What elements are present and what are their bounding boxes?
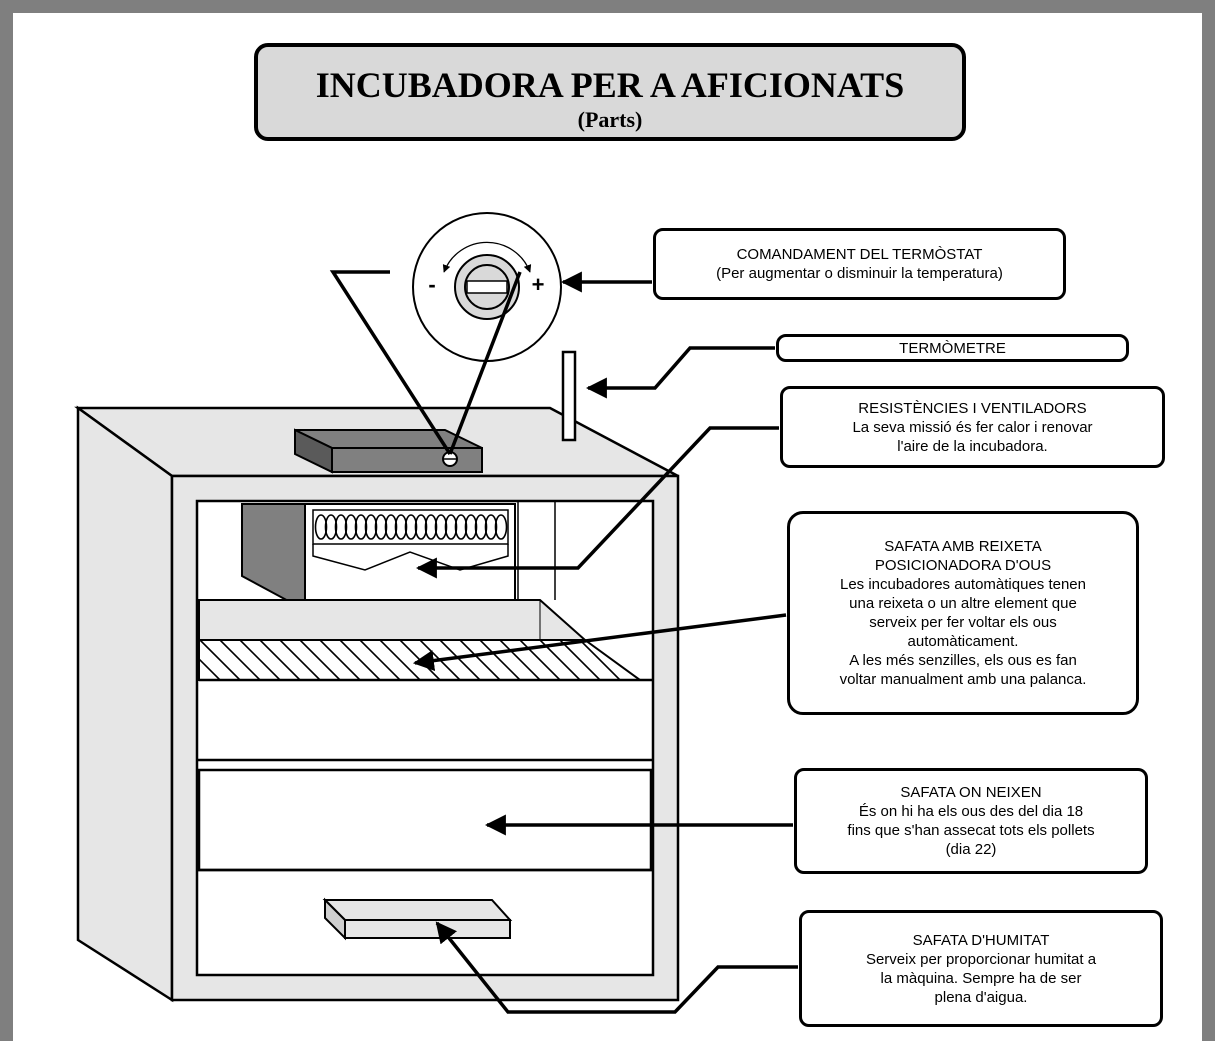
coil-loop [334, 514, 348, 540]
dial-minus-label: - [428, 272, 435, 297]
label-thermostat: COMANDAMENT DEL TERMÒSTAT (Per augmentar… [653, 228, 1066, 300]
coil-loop [424, 514, 438, 540]
page-title: INCUBADORA PER A AFICIONATS [315, 65, 905, 105]
coil-loop [494, 514, 508, 540]
label-line: fins que s'han assecat tots els pollets [847, 822, 1095, 839]
arrow-heaters [415, 426, 779, 579]
label-thermometer: TERMÒMETRE [776, 334, 1129, 362]
coil-loop [434, 514, 448, 540]
grid-bar [319, 640, 361, 680]
coil-loop [474, 514, 488, 540]
label-heading: COMANDAMENT DEL TERMÒSTAT [736, 246, 983, 263]
label-line: La seva missió és fer calor i renovar [852, 418, 1093, 436]
label-heading: SAFATA AMB REIXETA [884, 538, 1042, 555]
coil-loop [464, 514, 478, 540]
coil-loop [414, 514, 428, 540]
title-banner: INCUBADORA PER A AFICIONATS (Parts) [254, 43, 966, 141]
label-line: (Per augmentar o disminuir la temperatur… [716, 265, 1003, 282]
coil-loop [364, 514, 378, 540]
coil-loop [374, 514, 388, 540]
coil-loop [384, 514, 398, 540]
label-line: automàticament. [907, 633, 1019, 650]
grid-bar [339, 640, 381, 680]
label-heaters: RESISTÈNCIES I VENTILADORS La seva missi… [780, 386, 1165, 468]
grid-bar [579, 640, 621, 680]
label-heading: SAFATA ON NEIXEN [900, 784, 1042, 801]
label-heading: SAFATA D'HUMITAT [912, 931, 1050, 949]
grid-bar [219, 640, 261, 680]
label-line: plena d'aigua. [934, 988, 1028, 1006]
humidity-tray [322, 897, 513, 941]
grid-bar [279, 640, 321, 680]
cabinet-left-side [76, 405, 174, 1003]
label-hatch-tray: SAFATA ON NEIXEN És on hi ha els ous des… [794, 768, 1148, 874]
coil-loop [484, 514, 498, 540]
grid-bar [439, 640, 481, 680]
label-line: Serveix per proporcionar humitat a [865, 950, 1097, 968]
dial-plus-label: + [532, 272, 545, 297]
thermometer [561, 350, 577, 442]
label-egg-tray: SAFATA AMB REIXETA POSICIONADORA D'OUS L… [787, 511, 1139, 715]
label-line: És on hi ha els ous des del dia 18 [858, 803, 1084, 820]
coil-loop [344, 514, 358, 540]
grid-bar [199, 640, 241, 680]
label-line: l'aire de la incubadora. [897, 437, 1048, 455]
coil-loop [314, 514, 328, 540]
grid-bar [499, 640, 541, 680]
label-line: A les més senzilles, els ous es fan [849, 652, 1077, 669]
grid-bar [359, 640, 401, 680]
label-line: voltar manualment amb una palanca. [839, 671, 1087, 688]
label-heading: RESISTÈNCIES I VENTILADORS [858, 399, 1087, 417]
coil-loop [354, 514, 368, 540]
arrow-humidity-tray [435, 921, 798, 1014]
hatching-tray [197, 758, 653, 872]
arrow-egg-tray [412, 613, 787, 671]
grid-bar [239, 640, 281, 680]
label-humidity-tray: SAFATA D'HUMITAT Serveix per proporciona… [799, 910, 1163, 1027]
label-line: serveix per fer voltar els ous [869, 614, 1057, 631]
label-line: la màquina. Sempre ha de ser [880, 969, 1082, 987]
coil-loop [394, 514, 408, 540]
dial-pointer-lines [329, 270, 522, 455]
coil-loop [324, 514, 338, 540]
grid-bar [459, 640, 501, 680]
grid-bar [559, 640, 601, 680]
label-line: una reixeta o un altre element que [849, 595, 1077, 612]
grid-bar [479, 640, 521, 680]
grid-bar [519, 640, 561, 680]
heating-coil [314, 514, 508, 540]
coil-loop [404, 514, 418, 540]
coil-loop [454, 514, 468, 540]
label-line: POSICIONADORA D'OUS [874, 557, 1052, 574]
thermostat-dial [412, 212, 562, 362]
label-line: Les incubadores automàtiques tenen [839, 576, 1086, 593]
grid-bar [299, 640, 341, 680]
grid-bar [680, 640, 720, 680]
heater-fan-unit [241, 503, 516, 612]
grid-bar [199, 640, 221, 680]
label-line: (dia 22) [945, 841, 997, 858]
label-heading: TERMÒMETRE [899, 339, 1006, 357]
grid-bar [379, 640, 421, 680]
page-subtitle: (Parts) [577, 107, 643, 132]
arrow-thermometer [585, 346, 775, 399]
grid-bar [259, 640, 301, 680]
coil-loop [444, 514, 458, 540]
thermostat-housing [294, 428, 483, 474]
